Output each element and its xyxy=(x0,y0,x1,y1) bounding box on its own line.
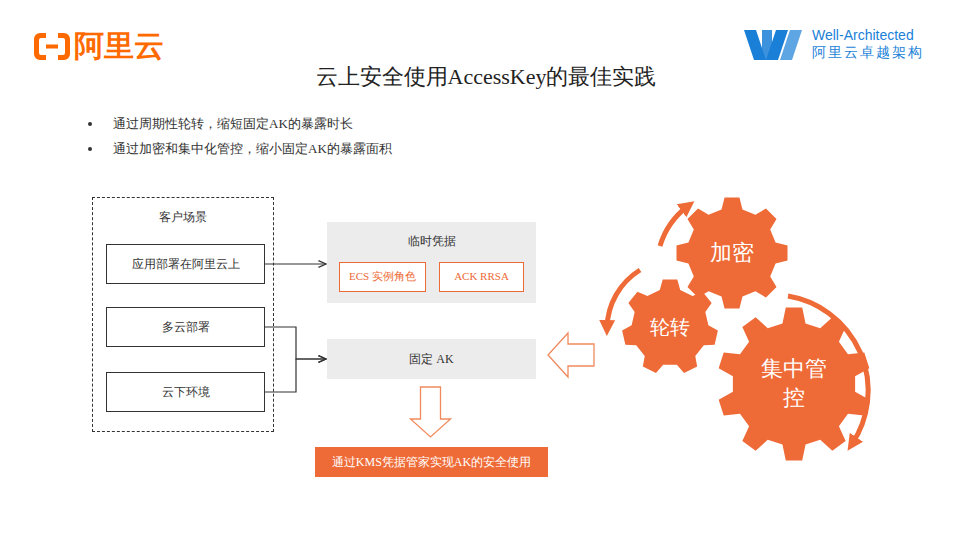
credential-tag: ECS 实例角色 xyxy=(339,262,426,292)
gear-label: 加密 xyxy=(699,239,765,268)
gear-label: 集中管控 xyxy=(758,355,831,412)
node-label: 临时凭据 xyxy=(408,234,456,248)
scenario-box: 应用部署在阿里云上 xyxy=(106,244,265,284)
gear: 集中管控 xyxy=(717,307,871,461)
connector xyxy=(265,327,326,359)
scenario-group: 客户场景应用部署在阿里云上多云部署云下环境 xyxy=(92,197,274,432)
scenario-box: 多云部署 xyxy=(106,307,265,347)
node-label: 通过KMS凭据管家实现AK的安全使用 xyxy=(332,455,531,469)
credential-box: 固定 AK xyxy=(327,339,536,379)
node-label: ECS 实例角色 xyxy=(349,270,416,283)
node-label: 云下环境 xyxy=(162,385,210,399)
node-label: 客户场景 xyxy=(159,210,207,224)
logo-text: Well-Architected xyxy=(812,27,914,43)
slide-title: 云上安全使用AccessKey的最佳实践 xyxy=(0,62,972,92)
aliyun-logo-icon xyxy=(34,33,70,60)
gear-outline xyxy=(717,307,871,461)
credential-panel: 临时凭据 ECS 实例角色 ACK RRSA xyxy=(327,222,536,303)
solution-box: 通过KMS凭据管家实现AK的安全使用 xyxy=(315,447,548,477)
node-label: 固定 AK xyxy=(409,352,453,366)
cycle-arrow xyxy=(660,206,688,246)
bullet-text: 通过周期性轮转，缩短固定AK的暴露时长 xyxy=(113,115,353,133)
gear-shape xyxy=(719,307,870,460)
bullet-dot xyxy=(88,147,92,151)
gear: 轮转 xyxy=(622,279,718,375)
block-arrow xyxy=(548,333,594,377)
scenario-box: 云下环境 xyxy=(106,372,265,412)
node-label: 应用部署在阿里云上 xyxy=(132,257,240,271)
connector xyxy=(265,359,326,392)
node-label: ACK RRSA xyxy=(454,270,509,283)
block-arrow xyxy=(411,387,451,437)
connector xyxy=(265,263,326,264)
gear-shape xyxy=(622,280,718,373)
credential-tag: ACK RRSA xyxy=(439,262,524,292)
well-architected-icon xyxy=(744,30,802,60)
gear-shape xyxy=(676,197,787,308)
node-label: 多云部署 xyxy=(162,320,210,334)
logo-text: 阿里云卓越架构 xyxy=(812,44,924,62)
bullet-text: 通过加密和集中化管控，缩小固定AK的暴露面积 xyxy=(113,140,392,158)
gear-label: 轮转 xyxy=(640,314,700,340)
bullet-dot xyxy=(88,122,92,126)
logo-text: 阿里云 xyxy=(74,26,164,67)
gear: 加密 xyxy=(676,197,788,309)
